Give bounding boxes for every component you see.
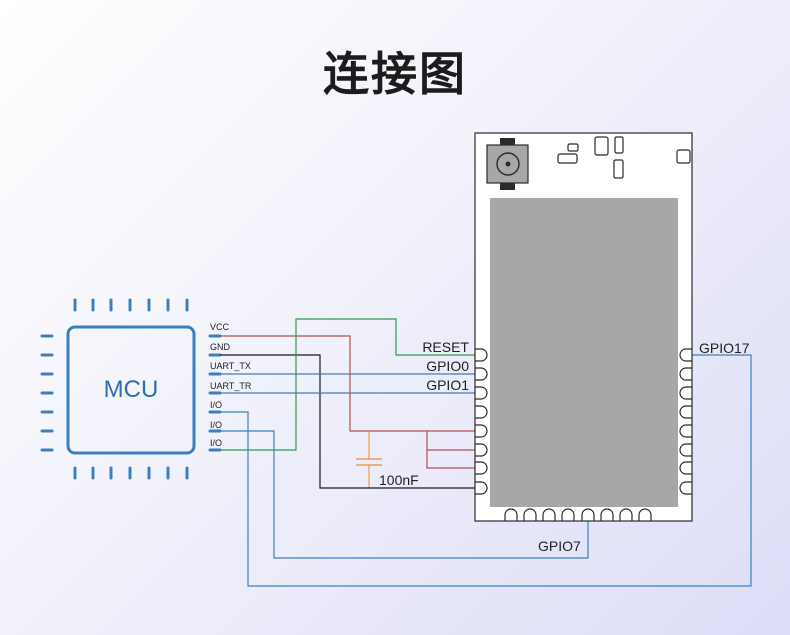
mcu-pin-labels: VCC GND UART_TX UART_TR I/O I/O I/O [210, 322, 252, 448]
mcu-top-pins [73, 298, 189, 312]
wire-gnd [220, 354, 475, 489]
wire-io-gpio7 [220, 430, 589, 559]
capacitor-label: 100nF [379, 472, 419, 488]
module-bottom-pads [504, 508, 652, 521]
module-shield [490, 198, 678, 507]
mcu-left-pins [40, 334, 54, 452]
module-right-pads [679, 348, 692, 495]
module-pin-reset: RESET [422, 339, 469, 355]
module-pin-gpio17: GPIO17 [699, 340, 750, 356]
wire-io-reset [220, 318, 475, 451]
antenna-connector [486, 138, 529, 190]
pin-label-uart-tr: UART_TR [210, 381, 252, 391]
pin-label-gnd: GND [210, 342, 231, 352]
capacitor-symbol [356, 458, 382, 466]
mcu-chip: MCU [40, 298, 222, 480]
wireless-module [474, 132, 693, 522]
wire-io-gpio17 [220, 354, 752, 587]
pin-label-io-2: I/O [210, 420, 222, 430]
mcu-bottom-pins [73, 466, 189, 480]
module-pin-gpio0: GPIO0 [426, 358, 469, 374]
mcu-body [66, 325, 196, 455]
module-pin-gpio7: GPIO7 [538, 538, 581, 554]
pin-label-uart-tx: UART_TX [210, 361, 251, 371]
wire-vcc-branch [426, 431, 475, 469]
wires [220, 318, 752, 587]
wire-vcc [220, 335, 475, 432]
page-title: 连接图 [323, 47, 467, 101]
pin-label-io-3: I/O [210, 438, 222, 448]
pin-label-vcc: VCC [210, 322, 230, 332]
pin-label-io-1: I/O [210, 400, 222, 410]
module-components [557, 136, 691, 179]
mcu-label: MCU [104, 376, 159, 403]
module-left-pads [475, 348, 488, 495]
mcu-right-pins [208, 334, 222, 452]
module-pin-gpio1: GPIO1 [426, 377, 469, 393]
